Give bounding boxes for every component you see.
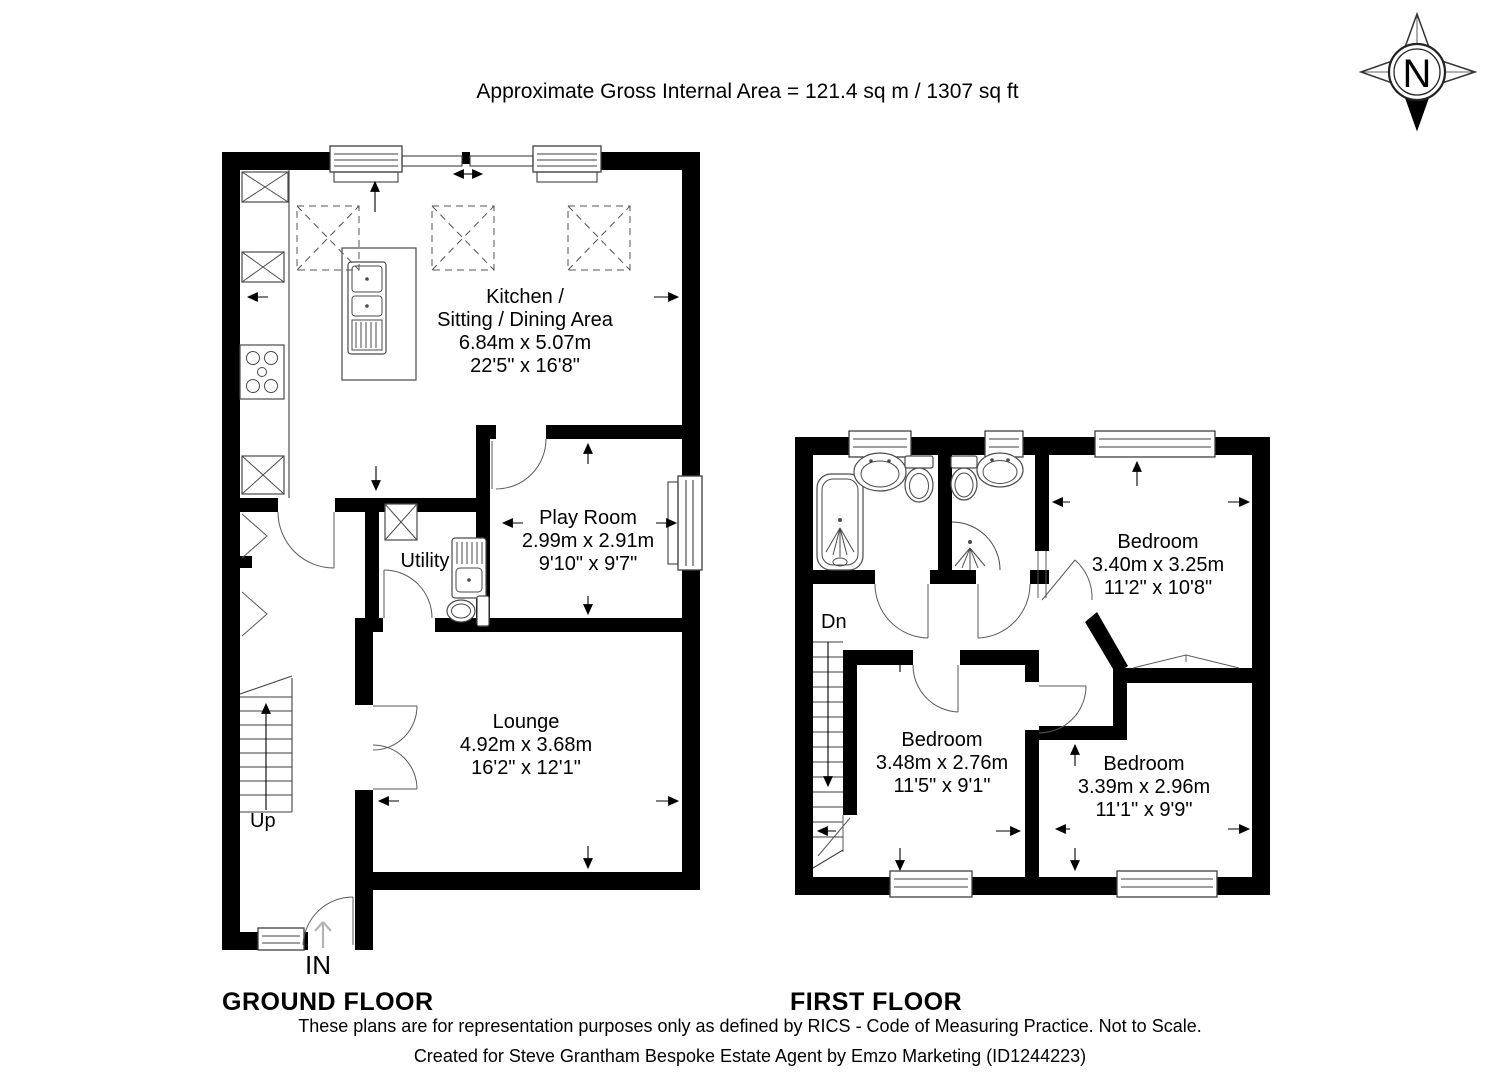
- stairs-down-label: Dn: [821, 611, 847, 633]
- page-title: Approximate Gross Internal Area = 121.4 …: [476, 80, 1019, 103]
- toilet-icon: [446, 595, 490, 627]
- room-dimensions-metric: 4.92m x 3.68m: [459, 734, 593, 756]
- window-icon: [1116, 870, 1218, 898]
- kitchen-label: Kitchen / Sitting / Dining Area 6.84m x …: [415, 286, 635, 378]
- window-icon: [889, 870, 973, 898]
- window-icon: [667, 475, 703, 571]
- compass-rose: N: [1358, 11, 1478, 132]
- utility-fixtures: [384, 503, 490, 627]
- room-name: Play Room: [539, 507, 637, 529]
- window-icon: [329, 145, 403, 183]
- play-room-label: Play Room 2.99m x 2.91m 9'10" x 9'7": [488, 507, 688, 576]
- credit-text: Created for Steve Grantham Bespoke Estat…: [413, 1046, 1087, 1066]
- ground-windows: [257, 145, 703, 951]
- rooflight-icon: [431, 205, 495, 271]
- room-name: Kitchen /: [486, 286, 564, 308]
- room-dimensions-metric: 6.84m x 5.07m: [458, 332, 592, 354]
- entrance-in-label: IN: [305, 950, 331, 980]
- bathtub-icon: [816, 473, 864, 571]
- ground-floor-plan: [222, 145, 703, 951]
- ground-doors: [277, 438, 547, 946]
- stairs-up-label: Up: [250, 810, 276, 832]
- rooflight-icon: [567, 205, 631, 271]
- room-dimensions-imperial: 11'2" x 10'8": [1103, 577, 1213, 599]
- disclaimer-text: These plans are for representation purpo…: [298, 1016, 1202, 1036]
- entrance-arrow-icon: [314, 921, 332, 948]
- appliance-icon: [241, 251, 285, 283]
- first-doors: [817, 551, 1093, 857]
- room-dimensions-metric: 3.48m x 2.76m: [875, 752, 1009, 774]
- bedroom-1-label: Bedroom 3.40m x 3.25m 11'2" x 10'8": [1058, 531, 1258, 600]
- bedroom-3-label: Bedroom 3.39m x 2.96m 11'1" x 9'9": [1044, 753, 1244, 822]
- room-dimensions-imperial: 11'5" x 9'1": [893, 775, 991, 797]
- toilet-icon: [950, 455, 978, 501]
- hob-icon: [239, 344, 285, 400]
- kitchen-island-icon: [341, 247, 417, 381]
- sink-icon: [853, 452, 907, 492]
- bedroom-2-label: Bedroom 3.48m x 2.76m 11'5" x 9'1": [842, 729, 1042, 798]
- shower-icon: [951, 521, 1001, 571]
- window-icon: [1094, 430, 1216, 458]
- appliance-icon: [241, 171, 289, 203]
- front-door-icon: [302, 896, 354, 946]
- ground-floor-title: GROUND FLOOR: [222, 988, 434, 1016]
- first-dimension-arrows: [816, 460, 1251, 872]
- door-icon: [491, 438, 547, 490]
- wardrobe-icon: [1132, 654, 1240, 669]
- room-name: Utility: [400, 550, 450, 572]
- door-icon: [977, 583, 1031, 639]
- window-icon: [532, 145, 602, 183]
- room-dimensions-imperial: 9'10" x 9'7": [538, 553, 638, 575]
- bathroom-fixtures: [816, 452, 1024, 571]
- door-icon: [874, 583, 929, 639]
- door-icon: [1037, 551, 1093, 601]
- first-floor-plan: [795, 430, 1270, 898]
- door-icon: [817, 815, 851, 857]
- door-icon: [912, 664, 959, 713]
- closet-doors: [241, 513, 268, 637]
- lounge-label: Lounge 4.92m x 3.68m 16'2" x 12'1": [426, 711, 626, 780]
- appliance-icon: [241, 455, 285, 495]
- door-icon: [383, 569, 433, 619]
- sliding-door-icon: [401, 155, 534, 179]
- utility-label: Utility: [394, 550, 456, 573]
- room-name: Bedroom: [1103, 753, 1185, 775]
- first-interior-walls: [813, 437, 1252, 877]
- north-indicator: N: [1403, 52, 1432, 96]
- room-dimensions-imperial: 11'1" x 9'9": [1095, 799, 1193, 821]
- toilet-icon: [904, 455, 934, 503]
- sink-icon: [451, 537, 487, 599]
- room-dimensions-imperial: 22'5" x 16'8": [470, 355, 580, 377]
- kitchen-fixtures: [239, 170, 631, 498]
- rooflight-icon: [296, 205, 360, 271]
- window-icon: [257, 927, 305, 951]
- cupboard-icon: [384, 503, 418, 541]
- sink-icon: [976, 452, 1024, 488]
- ground-interior-walls: [222, 425, 700, 872]
- room-name: Lounge: [492, 711, 560, 733]
- room-dimensions-imperial: 16'2" x 12'1": [471, 757, 581, 779]
- first-floor-title: FIRST FLOOR: [790, 988, 963, 1016]
- ground-stairs: [239, 675, 293, 813]
- room-dimensions-metric: 2.99m x 2.91m: [521, 530, 655, 552]
- double-door-icon: [372, 705, 418, 790]
- room-dimensions-metric: 3.40m x 3.25m: [1091, 554, 1225, 576]
- room-name: Bedroom: [901, 729, 983, 751]
- ground-dimension-arrows: [246, 180, 680, 870]
- room-name: Bedroom: [1117, 531, 1199, 553]
- room-dimensions-metric: 3.39m x 2.96m: [1077, 776, 1211, 798]
- first-windows: [848, 430, 1218, 898]
- first-stairs: [812, 641, 844, 869]
- door-icon: [1038, 685, 1087, 734]
- door-icon: [277, 511, 335, 569]
- room-name: Sitting / Dining Area: [437, 309, 613, 331]
